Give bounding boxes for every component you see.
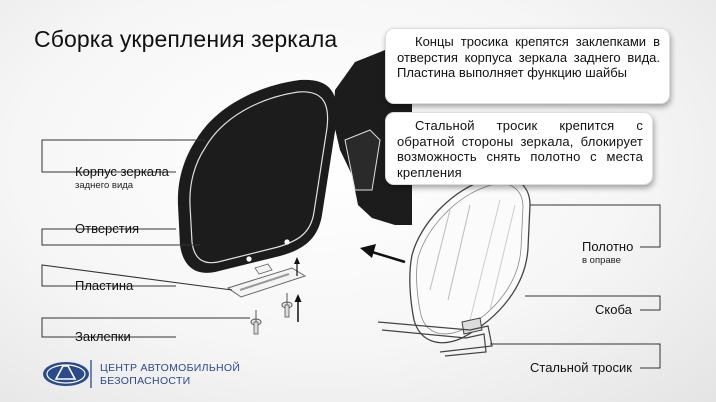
label-plate: Пластина [75, 278, 134, 293]
rivets-shape [250, 257, 302, 335]
logo-text-line1: ЦЕНТР АВТОМОБИЛЬНОЙ [100, 362, 241, 374]
label-holes: Отверстия [75, 221, 140, 236]
callout-rivets-info: Концы тросика крепятся заклепками в отве… [385, 28, 670, 104]
label-housing: Корпус зеркала [75, 164, 169, 179]
label-rivets: Заклепки [75, 329, 131, 344]
mirror-glass [409, 175, 531, 344]
label-housing-sub: заднего вида [75, 180, 134, 191]
hole-2 [284, 239, 290, 245]
hole-1 [246, 256, 252, 262]
callout-cable-text: Стальной тросик крепится с обратной стор… [397, 118, 643, 180]
label-glass: Полотно [582, 239, 634, 254]
callout-rivets-text: Концы тросика крепятся заклепками в отве… [397, 34, 660, 80]
label-bracket: Скоба [595, 302, 632, 317]
callout-cable-info: Стальной тросик крепится с обратной стор… [385, 112, 653, 185]
logo-mark [43, 360, 92, 388]
label-glass-sub: в оправе [582, 255, 621, 266]
bracket-and-cable [377, 317, 493, 357]
mirror-housing [177, 30, 412, 273]
page-title: Сборка укрепления зеркала [34, 26, 338, 52]
plate-shape [226, 263, 307, 298]
label-cable: Стальной тросик [530, 360, 632, 375]
leader-lines [41, 139, 661, 369]
logo-text-line2: БЕЗОПАСНОСТИ [100, 375, 191, 387]
assembly-arrow [360, 244, 406, 264]
